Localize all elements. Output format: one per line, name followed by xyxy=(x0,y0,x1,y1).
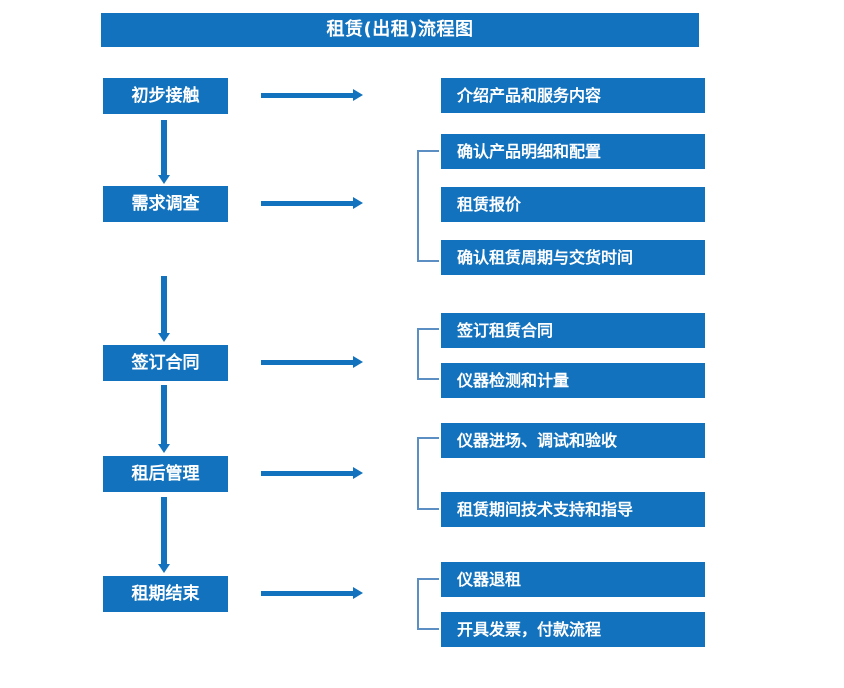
vertical-arrow-head-3 xyxy=(158,444,170,453)
horizontal-arrow-stem-5 xyxy=(261,591,355,596)
group-bracket-4 xyxy=(417,437,439,510)
vertical-arrow-stem-4 xyxy=(161,497,167,564)
vertical-arrow-head-2 xyxy=(158,333,170,342)
vertical-arrow-2 xyxy=(158,276,170,342)
horizontal-arrow-head-5 xyxy=(353,587,363,599)
detail-label-2-2: 租赁报价 xyxy=(457,194,522,214)
horizontal-arrow-stem-3 xyxy=(261,360,355,365)
horizontal-arrow-head-4 xyxy=(353,467,363,479)
stage-label-2: 需求调查 xyxy=(131,193,200,214)
detail-box-2-1[interactable]: 确认产品明细和配置 xyxy=(441,134,705,169)
detail-label-4-2: 租赁期间技术支持和指导 xyxy=(457,499,634,519)
detail-label-5-1: 仪器退租 xyxy=(457,569,522,589)
horizontal-arrow-head-3 xyxy=(353,356,363,368)
group-bracket-3 xyxy=(417,328,439,380)
page-title: 租赁(出租)流程图 xyxy=(326,19,474,40)
stage-label-1: 初步接触 xyxy=(131,85,200,106)
stage-box-1[interactable]: 初步接触 xyxy=(103,78,228,114)
stage-box-5[interactable]: 租期结束 xyxy=(103,576,228,612)
vertical-arrow-1 xyxy=(158,120,170,184)
horizontal-arrow-stem-1 xyxy=(261,93,355,98)
stage-box-2[interactable]: 需求调查 xyxy=(103,186,228,222)
horizontal-arrow-2 xyxy=(261,197,363,209)
detail-label-5-2: 开具发票，付款流程 xyxy=(457,619,602,639)
stage-label-4: 租后管理 xyxy=(131,463,200,484)
flowchart-title-bar: 租赁(出租)流程图 xyxy=(101,13,699,47)
detail-box-5-1[interactable]: 仪器退租 xyxy=(441,562,705,597)
detail-label-1-1: 介绍产品和服务内容 xyxy=(457,85,602,105)
detail-box-4-2[interactable]: 租赁期间技术支持和指导 xyxy=(441,492,705,527)
detail-box-2-2[interactable]: 租赁报价 xyxy=(441,187,705,222)
vertical-arrow-stem-2 xyxy=(161,276,167,333)
horizontal-arrow-5 xyxy=(261,587,363,599)
horizontal-arrow-1 xyxy=(261,89,363,101)
detail-label-3-2: 仪器检测和计量 xyxy=(457,370,570,390)
horizontal-arrow-stem-2 xyxy=(261,201,355,206)
horizontal-arrow-3 xyxy=(261,356,363,368)
detail-box-3-1[interactable]: 签订租赁合同 xyxy=(441,313,705,348)
detail-box-2-3[interactable]: 确认租赁周期与交货时间 xyxy=(441,240,705,275)
detail-label-2-1: 确认产品明细和配置 xyxy=(457,141,602,161)
vertical-arrow-stem-3 xyxy=(161,385,167,444)
group-bracket-2 xyxy=(417,150,439,262)
vertical-arrow-stem-1 xyxy=(161,120,167,175)
vertical-arrow-head-1 xyxy=(158,175,170,184)
horizontal-arrow-head-2 xyxy=(353,197,363,209)
horizontal-arrow-stem-4 xyxy=(261,471,355,476)
stage-box-3[interactable]: 签订合同 xyxy=(103,345,228,381)
vertical-arrow-3 xyxy=(158,385,170,453)
detail-label-4-1: 仪器进场、调试和验收 xyxy=(457,430,618,450)
horizontal-arrow-4 xyxy=(261,467,363,479)
detail-box-3-2[interactable]: 仪器检测和计量 xyxy=(441,363,705,398)
detail-box-4-1[interactable]: 仪器进场、调试和验收 xyxy=(441,423,705,458)
stage-label-3: 签订合同 xyxy=(131,352,200,373)
vertical-arrow-head-4 xyxy=(158,564,170,573)
detail-label-3-1: 签订租赁合同 xyxy=(457,320,554,340)
vertical-arrow-4 xyxy=(158,497,170,573)
detail-label-2-3: 确认租赁周期与交货时间 xyxy=(457,247,634,267)
stage-label-5: 租期结束 xyxy=(131,583,200,604)
detail-box-5-2[interactable]: 开具发票，付款流程 xyxy=(441,612,705,647)
detail-box-1-1[interactable]: 介绍产品和服务内容 xyxy=(441,78,705,113)
horizontal-arrow-head-1 xyxy=(353,89,363,101)
stage-box-4[interactable]: 租后管理 xyxy=(103,456,228,492)
group-bracket-5 xyxy=(417,578,439,630)
